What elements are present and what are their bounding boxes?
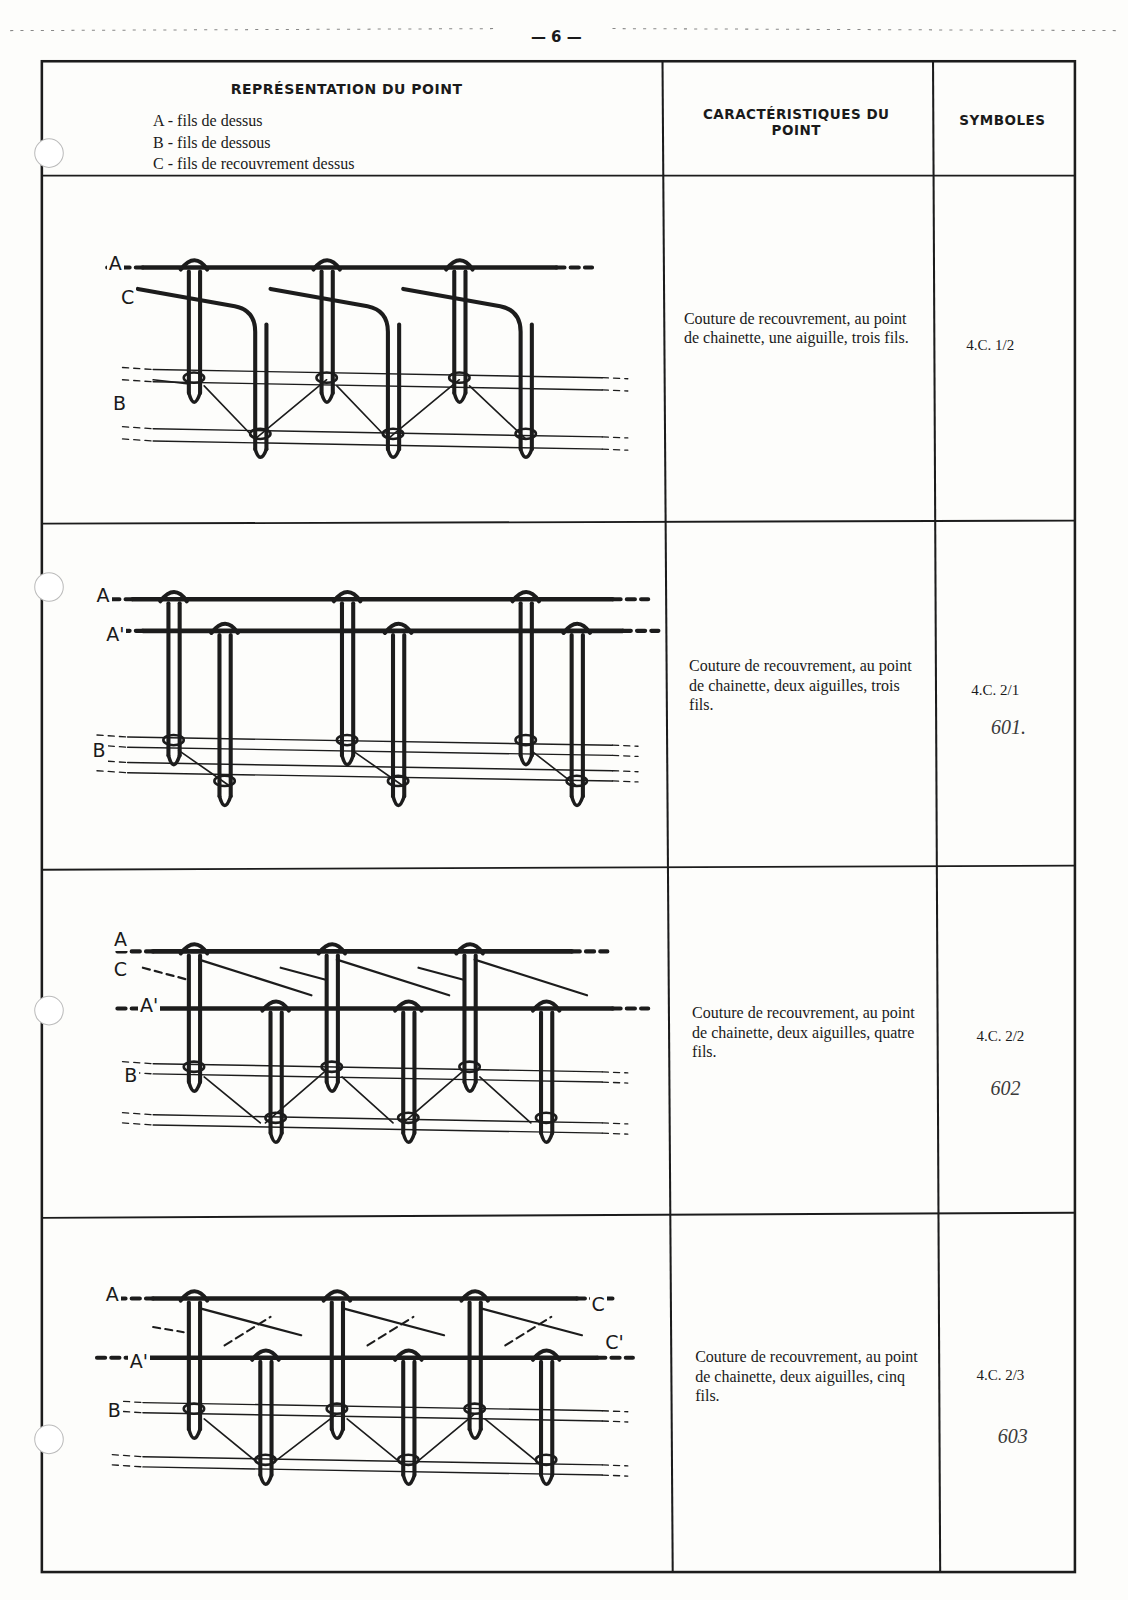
stitch-symbol: 4.C. 2/3: [976, 1366, 1024, 1384]
handwritten-number: 603: [998, 1424, 1028, 1448]
handwritten-number: 602: [991, 1076, 1021, 1100]
thread-legend: C - fils de recouvrement dessus: [153, 154, 354, 173]
stitch-drawing-3: [117, 944, 648, 1142]
thread-letter: A: [107, 252, 124, 275]
stitch-description: Couture de recouvrement, au point de cha…: [684, 309, 914, 347]
thread-letter: A': [104, 623, 126, 646]
page-number: — 6 —: [531, 28, 582, 46]
thread-letter: C': [603, 1331, 626, 1354]
thread-letter: A: [112, 928, 129, 951]
stitch-drawing-1: [107, 260, 628, 457]
thread-letter: C: [590, 1293, 607, 1316]
thread-legend: B - fils de dessous: [153, 133, 270, 152]
table-frame: [10, 29, 1118, 1572]
thread-letter: B: [122, 1064, 139, 1087]
stitch-symbol: 4.C. 2/2: [976, 1027, 1024, 1045]
thread-letter: A': [128, 1350, 150, 1373]
column-header: CARACTÉRISTIQUES DU POINT: [699, 106, 893, 138]
thread-letter: C: [119, 286, 136, 309]
stitch-symbol: 4.C. 2/1: [971, 681, 1019, 699]
thread-letter: B: [106, 1399, 123, 1422]
stitch-description: Couture de recouvrement, au point de cha…: [695, 1347, 925, 1405]
stitch-drawing-2: [97, 592, 658, 805]
stitch-symbol: 4.C. 1/2: [966, 336, 1014, 354]
column-header: SYMBOLES: [959, 112, 1045, 128]
thread-letter: B: [111, 392, 128, 415]
thread-letter: A: [104, 1283, 121, 1306]
handwritten-number: 601.: [991, 715, 1026, 739]
column-header: REPRÉSENTATION DU POINT: [231, 81, 463, 98]
thread-letter: C: [112, 958, 129, 981]
thread-legend: A - fils de dessus: [153, 111, 262, 130]
thread-letter: A: [95, 584, 112, 607]
thread-letter: A': [138, 994, 160, 1017]
stitch-description: Couture de recouvrement, au point de cha…: [692, 1003, 922, 1061]
thread-letter: B: [90, 739, 107, 762]
stitch-drawing-4: [97, 1291, 633, 1484]
stitch-description: Couture de recouvrement, au point de cha…: [689, 656, 919, 714]
